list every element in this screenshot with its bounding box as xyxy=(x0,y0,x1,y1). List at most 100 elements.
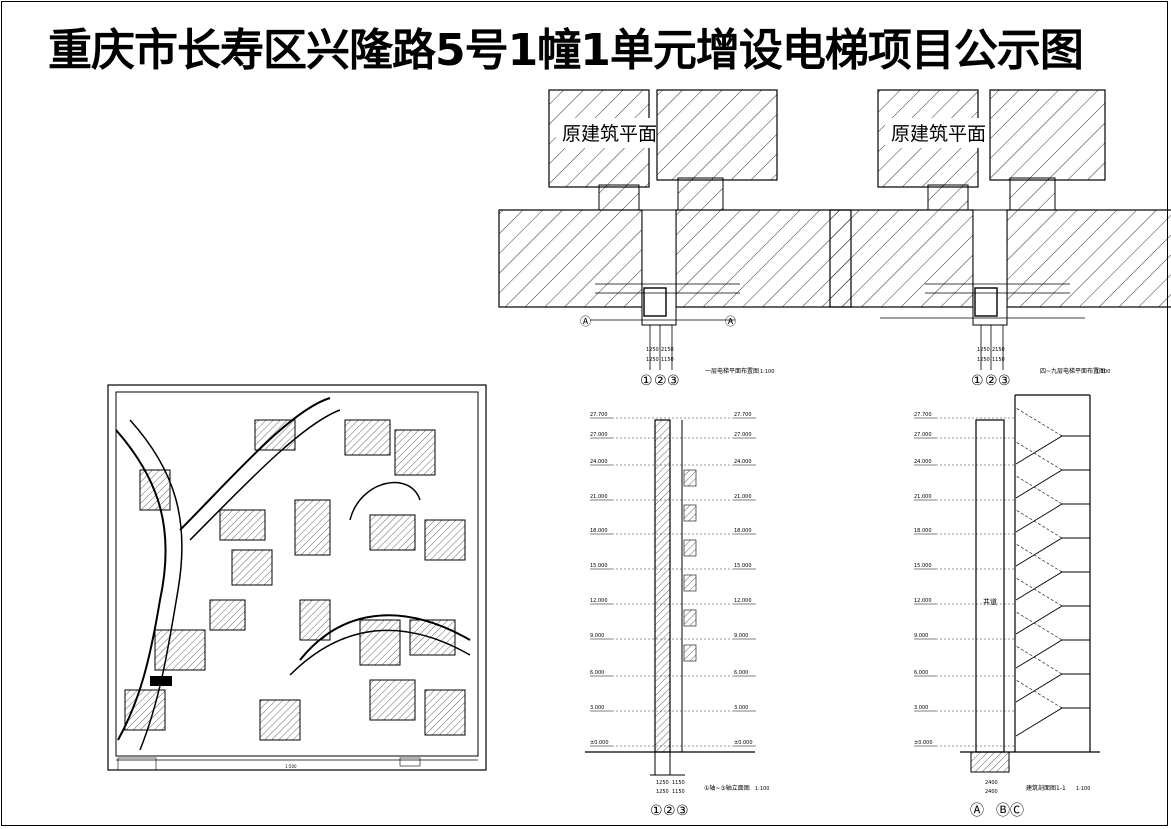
section-level: 27.000 xyxy=(914,432,932,438)
elev-level-right: 21.000 xyxy=(734,494,752,500)
stair-flight xyxy=(1015,673,1090,703)
svg-text:1250: 1250 xyxy=(656,780,669,786)
elev-level-right: 12.000 xyxy=(734,598,752,604)
plan2-neck-right xyxy=(1009,177,1056,211)
elev-level-right: 3.000 xyxy=(734,705,748,711)
svg-text:Ⓐ: Ⓐ xyxy=(970,803,984,819)
svg-text:2400: 2400 xyxy=(985,780,998,786)
elev-level-right: ±0.000 xyxy=(734,740,753,746)
svg-text:1:100: 1:100 xyxy=(1076,786,1090,792)
section-level: 15.000 xyxy=(914,563,932,569)
svg-text:2400: 2400 xyxy=(985,789,998,795)
elev-level-left: 12.000 xyxy=(590,598,608,604)
section-level: 21.000 xyxy=(914,494,932,500)
axis-2: ② xyxy=(654,373,667,389)
stair-flight xyxy=(1015,707,1090,737)
svg-text:③: ③ xyxy=(676,803,689,819)
section-level: 12.000 xyxy=(914,598,932,604)
elev-level-left: 6.000 xyxy=(590,670,604,676)
plan1-elevator-shaft xyxy=(643,287,667,317)
floor4-9-plan: 原建筑平面 1250 2150 1250 1150 ① ② ③ 四~九层电梯平面… xyxy=(829,89,1171,389)
axis-3: ③ xyxy=(667,373,680,389)
section-level: 18.000 xyxy=(914,528,932,534)
axis-a-left: Ⓐ xyxy=(580,315,591,328)
section: 井道 2400 2400 Ⓐ ⒷⒸ 建筑剖面图1-1 1:100 xyxy=(960,394,1100,819)
window-block xyxy=(683,644,697,662)
svg-text:1150: 1150 xyxy=(672,780,685,786)
elev-level-left: 9.000 xyxy=(590,633,604,639)
window-block xyxy=(683,469,697,487)
svg-text:1150: 1150 xyxy=(661,357,674,363)
elev-level-right: 9.000 xyxy=(734,633,748,639)
plan1-upper-right-block xyxy=(656,89,778,181)
svg-text:②: ② xyxy=(985,373,998,389)
plan2-elevator-shaft xyxy=(974,287,998,317)
site-scale: 1:500 xyxy=(285,764,297,769)
plan2-lower-right-block xyxy=(1006,209,1171,308)
stair-flight xyxy=(1015,503,1090,533)
elev-level-right: 24.000 xyxy=(734,459,752,465)
svg-text:1250: 1250 xyxy=(646,357,659,363)
axis-a-right: Ⓐ xyxy=(725,315,736,328)
page-title: 重庆市长寿区兴隆路5号1幢1单元增设电梯项目公示图 xyxy=(48,25,1084,76)
section-shaft xyxy=(975,419,1005,753)
svg-text:2150: 2150 xyxy=(661,347,674,353)
stair-flight xyxy=(1015,639,1090,669)
plan1-neck-right xyxy=(677,177,724,211)
plan1-lower-right-block xyxy=(675,209,852,308)
elev-level-right: 27.000 xyxy=(734,432,752,438)
elev-level-left: 3.000 xyxy=(590,705,604,711)
plan2-original-label: 原建筑平面 xyxy=(891,123,986,145)
shaft-label: 井道 xyxy=(983,597,997,606)
elev-level-left: 21.000 xyxy=(590,494,608,500)
svg-text:③: ③ xyxy=(998,373,1011,389)
level-markers: 27.700 27.700 27.700 27.000 27.000 27.000 24.0… xyxy=(590,407,1090,747)
elevation-shaft xyxy=(654,419,671,753)
stair-flight xyxy=(1015,605,1090,635)
window-block xyxy=(683,539,697,557)
plan1-stair-core xyxy=(641,209,677,326)
elev-level-left: 18.000 xyxy=(590,528,608,534)
axis-1: ① xyxy=(640,373,653,389)
svg-text:ⒷⒸ: ⒷⒸ xyxy=(996,803,1024,819)
plan2-lower-left-block xyxy=(829,209,974,308)
svg-text:1150: 1150 xyxy=(672,789,685,795)
window-block xyxy=(683,574,697,592)
section-level: 24.000 xyxy=(914,459,932,465)
svg-text:①: ① xyxy=(971,373,984,389)
svg-text:1:100: 1:100 xyxy=(755,786,769,792)
section-caption: 建筑剖面图1-1 xyxy=(1026,784,1066,792)
elev-level-left: 27.700 xyxy=(590,412,608,418)
elev-level-right: 6.000 xyxy=(734,670,748,676)
svg-text:1250: 1250 xyxy=(977,357,990,363)
elev-level-right: 27.700 xyxy=(734,412,752,418)
stair-flight xyxy=(1015,435,1090,465)
stair-flight xyxy=(1015,537,1090,567)
section-level: ±0.000 xyxy=(914,740,933,746)
elev-level-left: 24.000 xyxy=(590,459,608,465)
section-level: 9.000 xyxy=(914,633,928,639)
section-level: 27.700 xyxy=(914,412,932,418)
section-level: 3.000 xyxy=(914,705,928,711)
svg-text:②: ② xyxy=(663,803,676,819)
floor1-plan: 原建筑平面 1250 2150 1250 1150 ① ② ③ Ⓐ Ⓐ 一层电梯… xyxy=(498,89,852,389)
plan2-caption: 四~九层电梯平面布置图 xyxy=(1040,367,1105,375)
window-block xyxy=(683,609,697,627)
elev-level-left: 27.000 xyxy=(590,432,608,438)
svg-text:1250: 1250 xyxy=(646,347,659,353)
svg-text:①: ① xyxy=(650,803,663,819)
svg-text:1250: 1250 xyxy=(656,789,669,795)
plan1-neck-left xyxy=(598,184,640,211)
plan2-upper-right-block xyxy=(989,89,1106,181)
plan1-caption: 一层电梯平面布置图 xyxy=(705,367,759,375)
section-level: 6.000 xyxy=(914,670,928,676)
elev-level-right: 15.000 xyxy=(734,563,752,569)
svg-text:1150: 1150 xyxy=(992,357,1005,363)
elevation-caption: ①轴~③轴立面图 xyxy=(704,784,750,792)
elev-level-left: ±0.000 xyxy=(590,740,609,746)
svg-text:1:100: 1:100 xyxy=(1096,369,1110,375)
svg-text:2150: 2150 xyxy=(992,347,1005,353)
elevation: 1250 1150 1250 1150 ① ② ③ ①轴~③轴立面图 1:100 xyxy=(585,419,769,819)
